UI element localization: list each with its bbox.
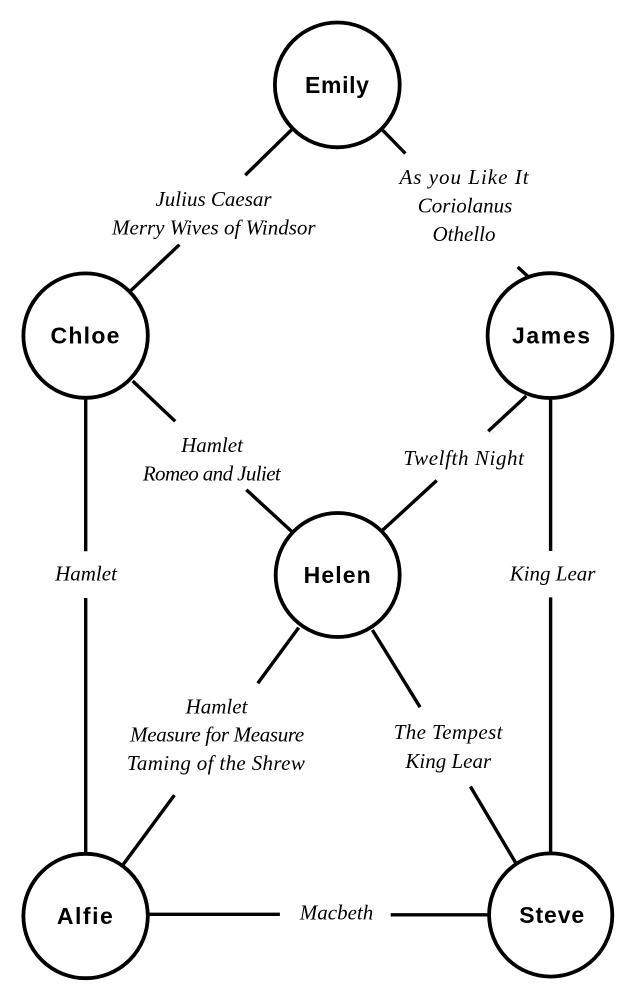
svg-text:Hamlet: Hamlet [185,694,249,718]
svg-text:Romeo and Juliet: Romeo and Juliet [142,462,282,486]
svg-text:Taming of the Shrew: Taming of the Shrew [127,751,305,775]
svg-text:Emily: Emily [305,72,370,98]
svg-text:As you Like It: As you Like It [397,165,529,189]
svg-text:Othello: Othello [433,222,496,246]
svg-text:Macbeth: Macbeth [299,901,373,925]
svg-text:Coriolanus: Coriolanus [418,193,513,217]
svg-text:King Lear: King Lear [404,749,492,773]
svg-text:Hamlet: Hamlet [54,561,118,585]
svg-text:Measure for Measure: Measure for Measure [129,722,304,746]
svg-text:King Lear: King Lear [509,561,597,585]
svg-text:Helen: Helen [304,562,372,588]
svg-text:Julius Caesar: Julius Caesar [155,187,272,211]
svg-text:Twelfth Night: Twelfth Night [403,446,525,470]
svg-text:Merry Wives of Windsor: Merry Wives of Windsor [111,215,316,239]
svg-text:James: James [512,323,592,349]
svg-text:Hamlet: Hamlet [180,433,244,457]
svg-text:Steve: Steve [519,902,585,928]
svg-text:Alfie: Alfie [57,903,114,929]
svg-text:Chloe: Chloe [51,323,121,349]
svg-text:The Tempest: The Tempest [394,720,504,744]
